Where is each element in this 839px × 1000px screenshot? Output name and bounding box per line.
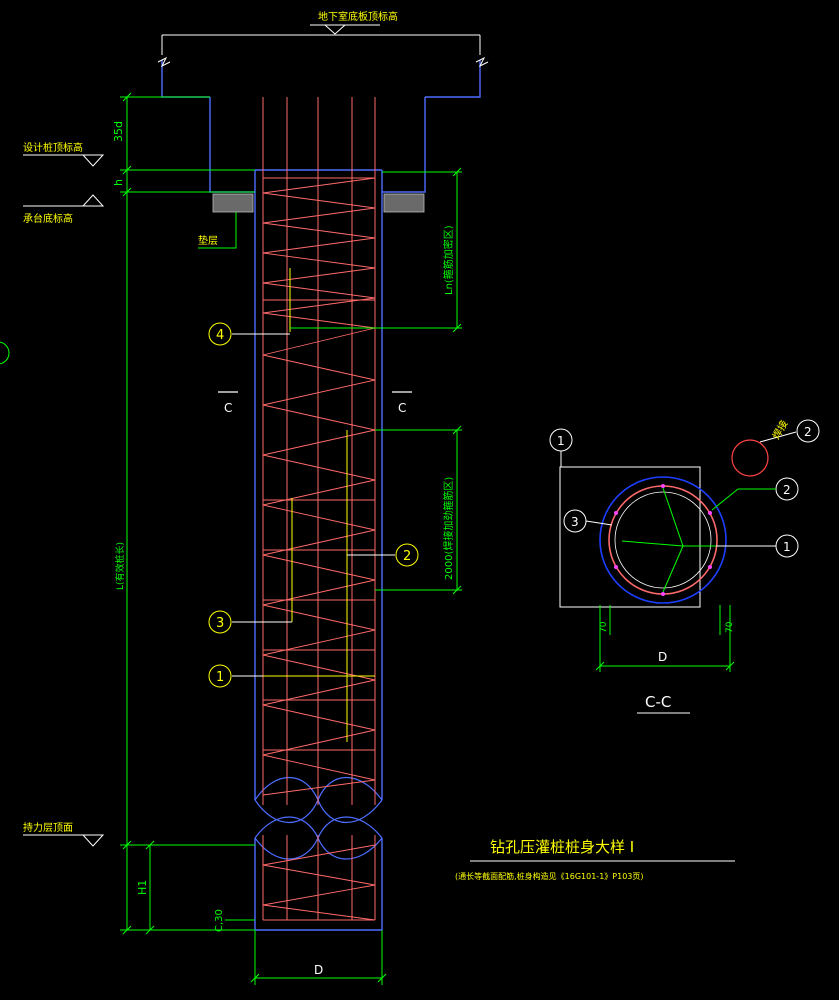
cushion-right bbox=[383, 193, 425, 213]
pile-section-spiral bbox=[608, 485, 718, 595]
pile-top-elevation: 设计桩顶标高 bbox=[23, 141, 105, 167]
weld-zone-label: 2000(焊接加劲箍筋区) bbox=[442, 477, 455, 580]
stiffener-rings bbox=[263, 299, 375, 751]
spiral-dense-zone bbox=[262, 177, 376, 329]
cushion-leader bbox=[198, 212, 237, 249]
dim-70-right: 70 bbox=[725, 621, 735, 633]
svg-text:1: 1 bbox=[783, 540, 791, 554]
weld-ring-label: 焊接 bbox=[769, 418, 790, 442]
drawing-note: (通长等截面配筋,桩身构造见《16G101-1》P103页) bbox=[455, 871, 644, 881]
C30-label: C,30 bbox=[214, 909, 225, 932]
svg-text:2: 2 bbox=[783, 483, 791, 497]
cap-bottom-label: 承台底标高 bbox=[23, 212, 73, 225]
cushion-label: 垫层 bbox=[198, 234, 218, 247]
svg-text:C: C bbox=[224, 401, 232, 415]
weld-ring-detail: 2 焊接 bbox=[731, 418, 820, 477]
L-effective-label: L(有效桩长) bbox=[114, 542, 126, 590]
svg-text:2: 2 bbox=[804, 425, 812, 439]
H1-label: H1 bbox=[136, 880, 149, 895]
section-callout-1-right: 1 bbox=[716, 534, 799, 558]
section-callout-2: 2 bbox=[711, 477, 799, 511]
pile-section-inner bbox=[614, 491, 712, 589]
bearing-layer-elevation: 持力层顶面 bbox=[23, 821, 105, 847]
right-dimension-weld bbox=[375, 425, 462, 595]
bottom-D-dimension bbox=[250, 930, 387, 985]
h-label: h bbox=[112, 179, 125, 186]
callout-2-text: 2 bbox=[403, 549, 411, 564]
basement-floor-top-label: 地下室底板顶标高 bbox=[318, 10, 398, 23]
section-callout-1-top: 1 bbox=[549, 428, 573, 467]
callout-2: 2 bbox=[347, 543, 419, 567]
pile-outline bbox=[254, 169, 383, 931]
spiral-bottom-zone bbox=[262, 844, 376, 921]
callout-4-text: 4 bbox=[216, 328, 224, 343]
slab-top-elevation-symbol bbox=[323, 24, 347, 35]
longitudinal-rebars bbox=[262, 97, 376, 920]
slab-top-line bbox=[157, 34, 489, 68]
svg-text:3: 3 bbox=[571, 515, 579, 529]
section-title: C-C bbox=[645, 693, 671, 711]
bearing-layer-top-label: 持力层顶面 bbox=[23, 821, 73, 834]
ln-zone-label: Ln(箍筋加密区) bbox=[442, 225, 455, 295]
dim-70-left: 70 bbox=[599, 621, 609, 633]
anchor-35d-label: 35d bbox=[112, 121, 125, 142]
stiffener-bars bbox=[263, 268, 375, 742]
right-dimension-ln bbox=[290, 167, 462, 333]
callout-3: 3 bbox=[208, 610, 292, 634]
section-mark-left: C bbox=[218, 391, 238, 415]
section-cc: 70 70 D C-C bbox=[559, 466, 735, 714]
svg-text:C: C bbox=[398, 401, 406, 415]
cushion-left bbox=[212, 193, 254, 213]
callout-1-text: 1 bbox=[216, 670, 224, 685]
section-callout-3: 3 bbox=[563, 509, 613, 533]
callout-1: 1 bbox=[208, 664, 263, 688]
spiral-normal-zone bbox=[262, 327, 376, 796]
callout-3-text: 3 bbox=[216, 616, 224, 631]
cap-bottom-elevation: 承台底标高 bbox=[23, 194, 105, 225]
left-dimension-chain bbox=[120, 96, 255, 931]
edge-circle bbox=[0, 341, 10, 365]
callout-4: 4 bbox=[208, 322, 290, 346]
D-section-label: D bbox=[658, 650, 667, 664]
pile-section-outer bbox=[599, 476, 727, 604]
dim-ticks bbox=[122, 92, 155, 935]
D-main-label: D bbox=[314, 963, 323, 977]
section-mark-right: C bbox=[392, 391, 412, 415]
svg-text:1: 1 bbox=[557, 434, 565, 448]
drawing-title: 钻孔压灌桩桩身大样 I bbox=[490, 838, 634, 856]
pile-top-design-label: 设计桩顶标高 bbox=[23, 141, 83, 154]
